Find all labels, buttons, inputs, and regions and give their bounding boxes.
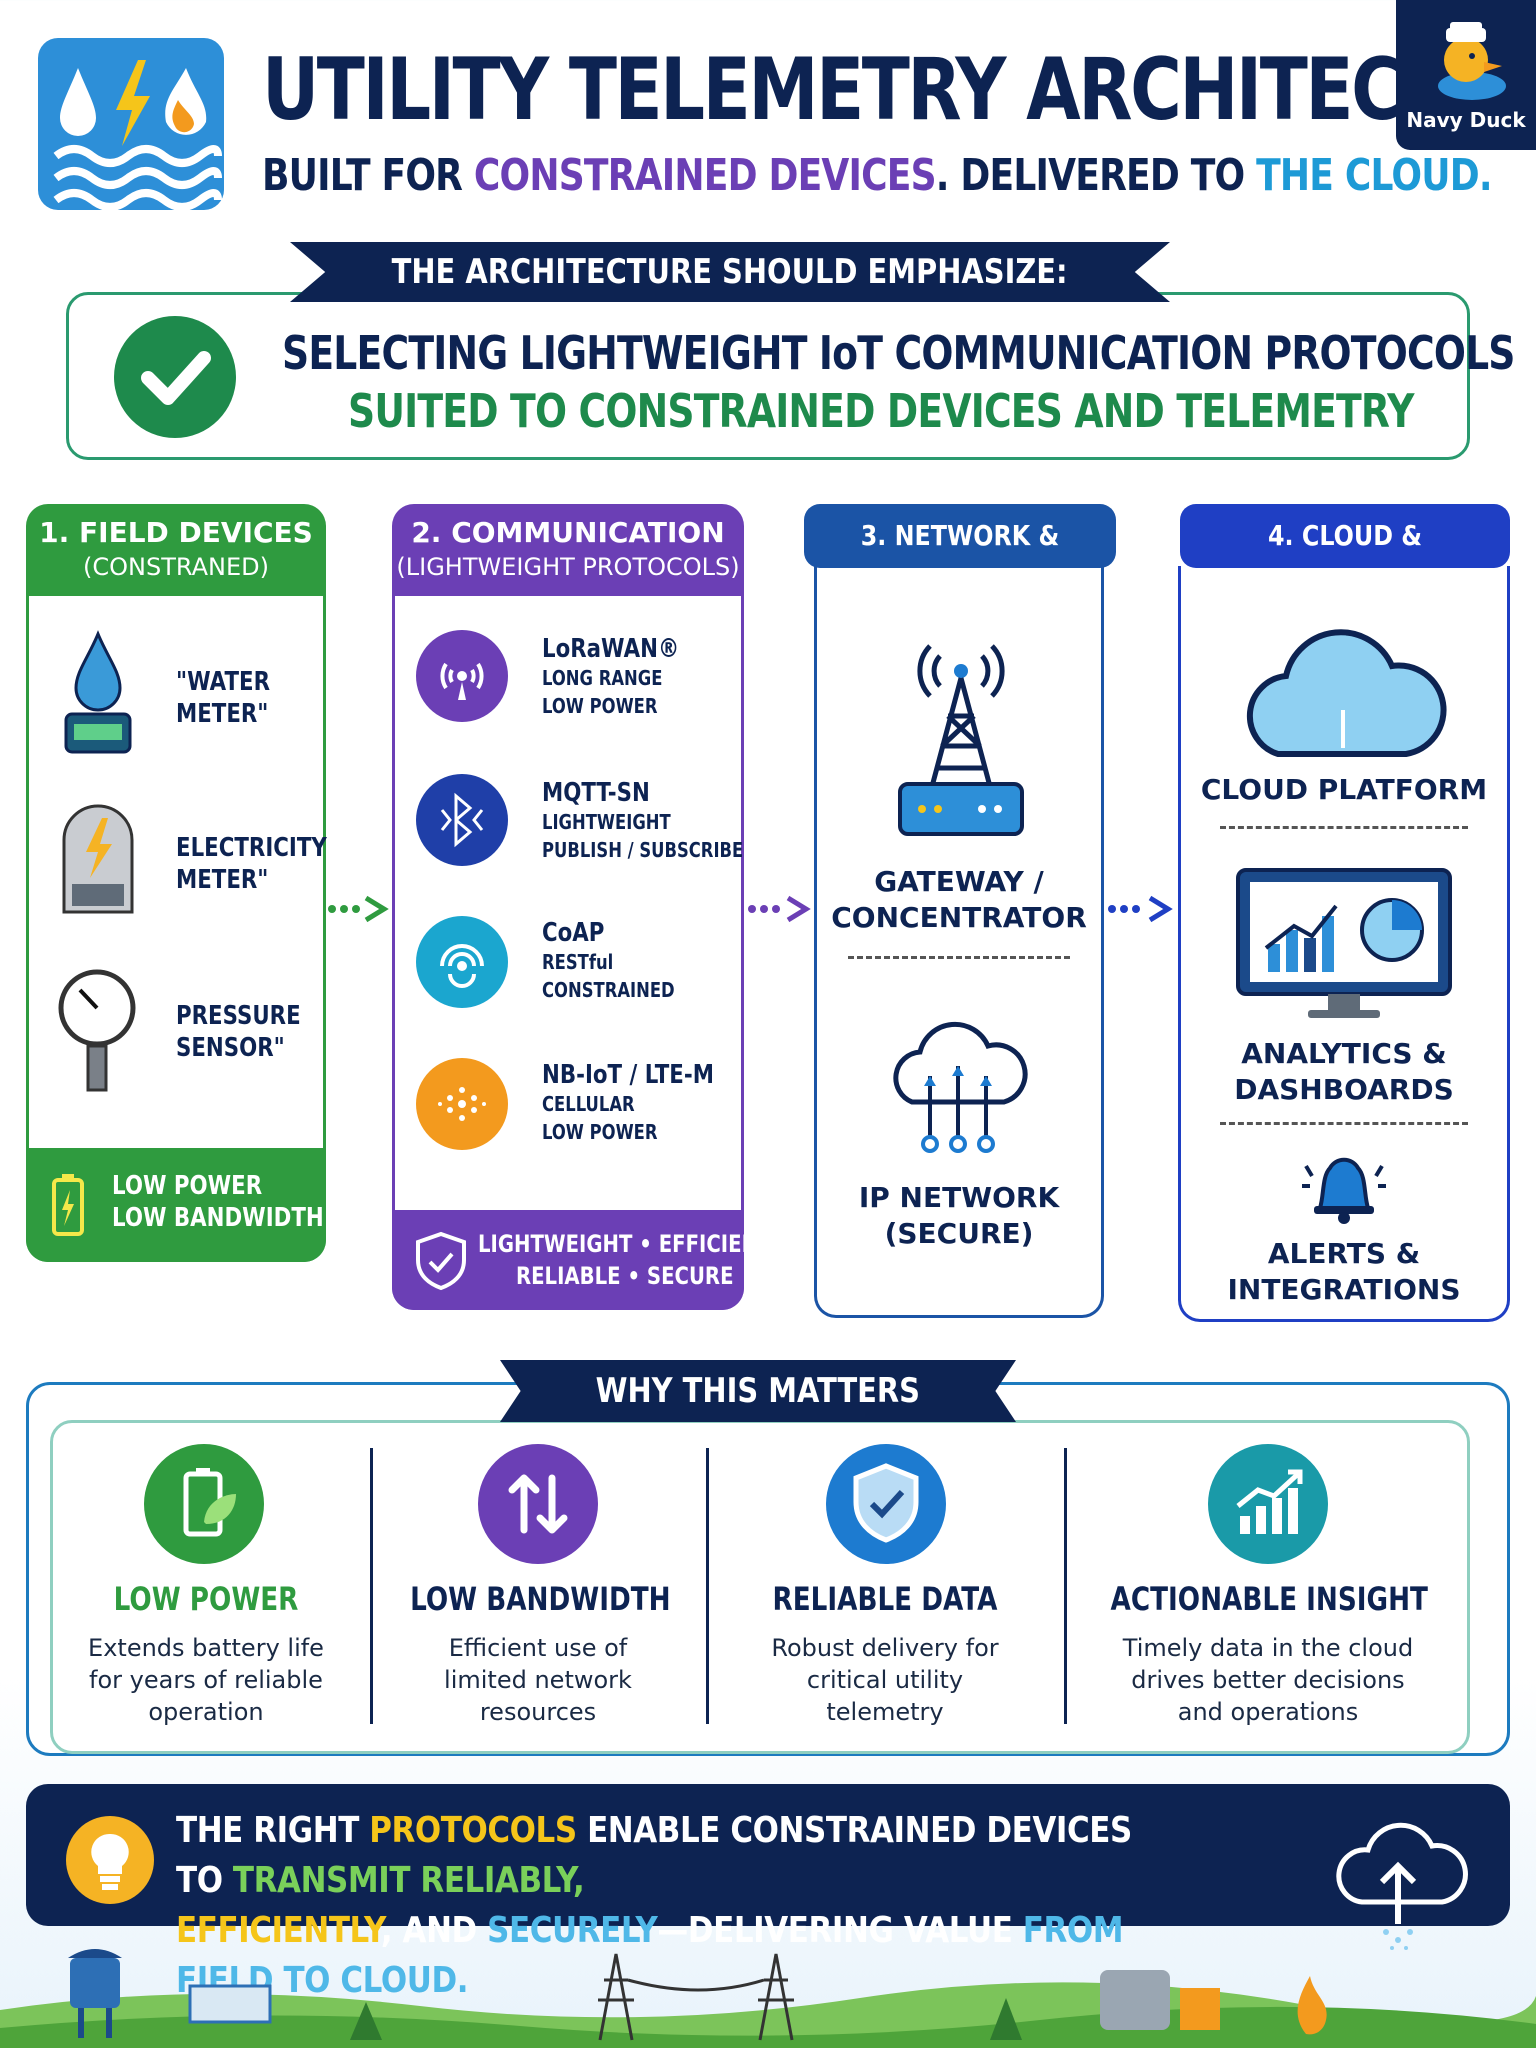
gas-plant-icon <box>1100 1970 1220 2030</box>
flame-icon <box>1297 1976 1327 2035</box>
shield-icon <box>826 1444 946 1564</box>
bell-icon <box>1296 1146 1392 1230</box>
lorawan-text: LoRaWAN® LONG RANGE LOW POWER <box>542 634 680 718</box>
why-banner: WHY THIS MATTERS <box>500 1360 1016 1422</box>
analytics-monitor-icon <box>1232 864 1456 1030</box>
emphasis-line-1: SELECTING LIGHTWEIGHT IoT COMMUNICATION … <box>282 326 1515 380</box>
communication-header: 2. COMMUNICATION (LIGHTWEIGHT PROTOCOLS) <box>392 504 744 596</box>
cloud-upload-icon <box>1328 1804 1468 1958</box>
lightning-icon <box>116 60 150 146</box>
field-devices-header: 1. FIELD DEVICES (CONSTRANED) <box>26 504 326 596</box>
emphasis-banner: THE ARCHITECTURE SHOULD EMPHASIZE: <box>290 242 1170 302</box>
why-reliable-data-title: RELIABLE DATA <box>772 1580 998 1618</box>
mqtt-sn-icon <box>416 774 508 866</box>
water-meter-icon <box>58 628 138 762</box>
field-devices-subtitle: (CONSTRANED) <box>83 553 269 581</box>
alerts-label: ALERTS &INTEGRATIONS <box>1227 1237 1461 1306</box>
why-low-power-title: LOW POWER <box>113 1580 299 1618</box>
communication-title: 2. COMMUNICATION <box>411 516 725 549</box>
nb-iot-text: NB-IoT / LTE-M CELLULAR LOW POWER <box>542 1060 714 1144</box>
page-subtitle: BUILT FOR CONSTRAINED DEVICES. DELIVERED… <box>262 150 1493 201</box>
cloud-platform-icon <box>1228 614 1458 768</box>
arrow-2-icon <box>748 895 811 923</box>
nb-iot-icon <box>416 1058 508 1150</box>
communication-subtitle: (LIGHTWEIGHT PROTOCOLS) <box>396 553 740 581</box>
analytics-label: ANALYTICS &DASHBOARDS <box>1234 1037 1454 1106</box>
arrow-1-icon <box>328 895 389 923</box>
growth-chart-icon <box>1208 1444 1328 1564</box>
battery-leaf-icon <box>144 1444 264 1564</box>
coap-text: CoAP RESTful CONSTRAINED <box>542 918 675 1002</box>
why-separator <box>370 1448 373 1724</box>
why-separator <box>1064 1448 1067 1724</box>
cloud-platform-label: CLOUD PLATFORM <box>1200 773 1488 806</box>
emphasis-line-2: SUITED TO CONSTRAINED DEVICES AND TELEME… <box>348 384 1414 438</box>
pressure-gauge-icon <box>56 966 138 1102</box>
lightbulb-icon <box>66 1816 154 1904</box>
page-title: UTILITY TELEMETRY ARCHITECTURE <box>262 40 1536 140</box>
power-pylon-icon <box>598 1953 794 2041</box>
why-low-bandwidth-title: LOW BANDWIDTH <box>410 1580 671 1618</box>
conclusion-banner <box>26 1784 1510 1926</box>
electricity-meter-icon <box>58 800 138 926</box>
battery-icon <box>52 1174 84 1236</box>
utility-logo <box>38 38 224 211</box>
arrow-3-icon <box>1108 895 1173 923</box>
emphasis-box <box>66 292 1470 460</box>
why-actionable-insight-title: ACTIONABLE INSIGHT <box>1110 1580 1428 1618</box>
cloud-divider-2 <box>1220 1122 1468 1125</box>
checkmark-icon <box>114 316 236 438</box>
gateway-label: GATEWAY /CONCENTRATOR <box>831 865 1087 934</box>
water-tower-icon <box>68 1949 122 2038</box>
lorawan-icon <box>416 630 508 722</box>
brand-badge: Navy Duck <box>1396 0 1536 150</box>
field-devices-title: 1. FIELD DEVICES <box>39 516 313 549</box>
coap-icon <box>416 916 508 1008</box>
why-separator <box>706 1448 709 1724</box>
network-divider <box>848 956 1070 959</box>
water-drop-icon <box>60 68 96 136</box>
brand-name: Navy Duck <box>1406 108 1526 132</box>
gateway-tower-icon <box>886 616 1036 850</box>
landscape-illustration <box>0 1949 1536 2048</box>
shield-check-icon <box>416 1231 466 1291</box>
duck-mascot-icon <box>1438 22 1506 100</box>
ip-network-cloud-icon <box>872 1006 1044 1160</box>
conclusion-text: THE RIGHT PROTOCOLS ENABLE CONSTRAINED D… <box>176 1810 1132 2001</box>
up-down-arrows-icon <box>478 1444 598 1564</box>
network-header: 3. NETWORK & GATEWAY <box>804 504 1116 616</box>
cloud-header: 4. CLOUD & APPLICATIONS <box>1180 504 1510 616</box>
mqtt-sn-text: MQTT-SN LIGHTWEIGHT PUBLISH / SUBSCRIBE <box>542 778 744 862</box>
treatment-plant-icon <box>188 1984 272 2024</box>
cloud-divider-1 <box>1220 826 1468 829</box>
ip-network-label: IP NETWORK(SECURE) <box>858 1181 1060 1250</box>
